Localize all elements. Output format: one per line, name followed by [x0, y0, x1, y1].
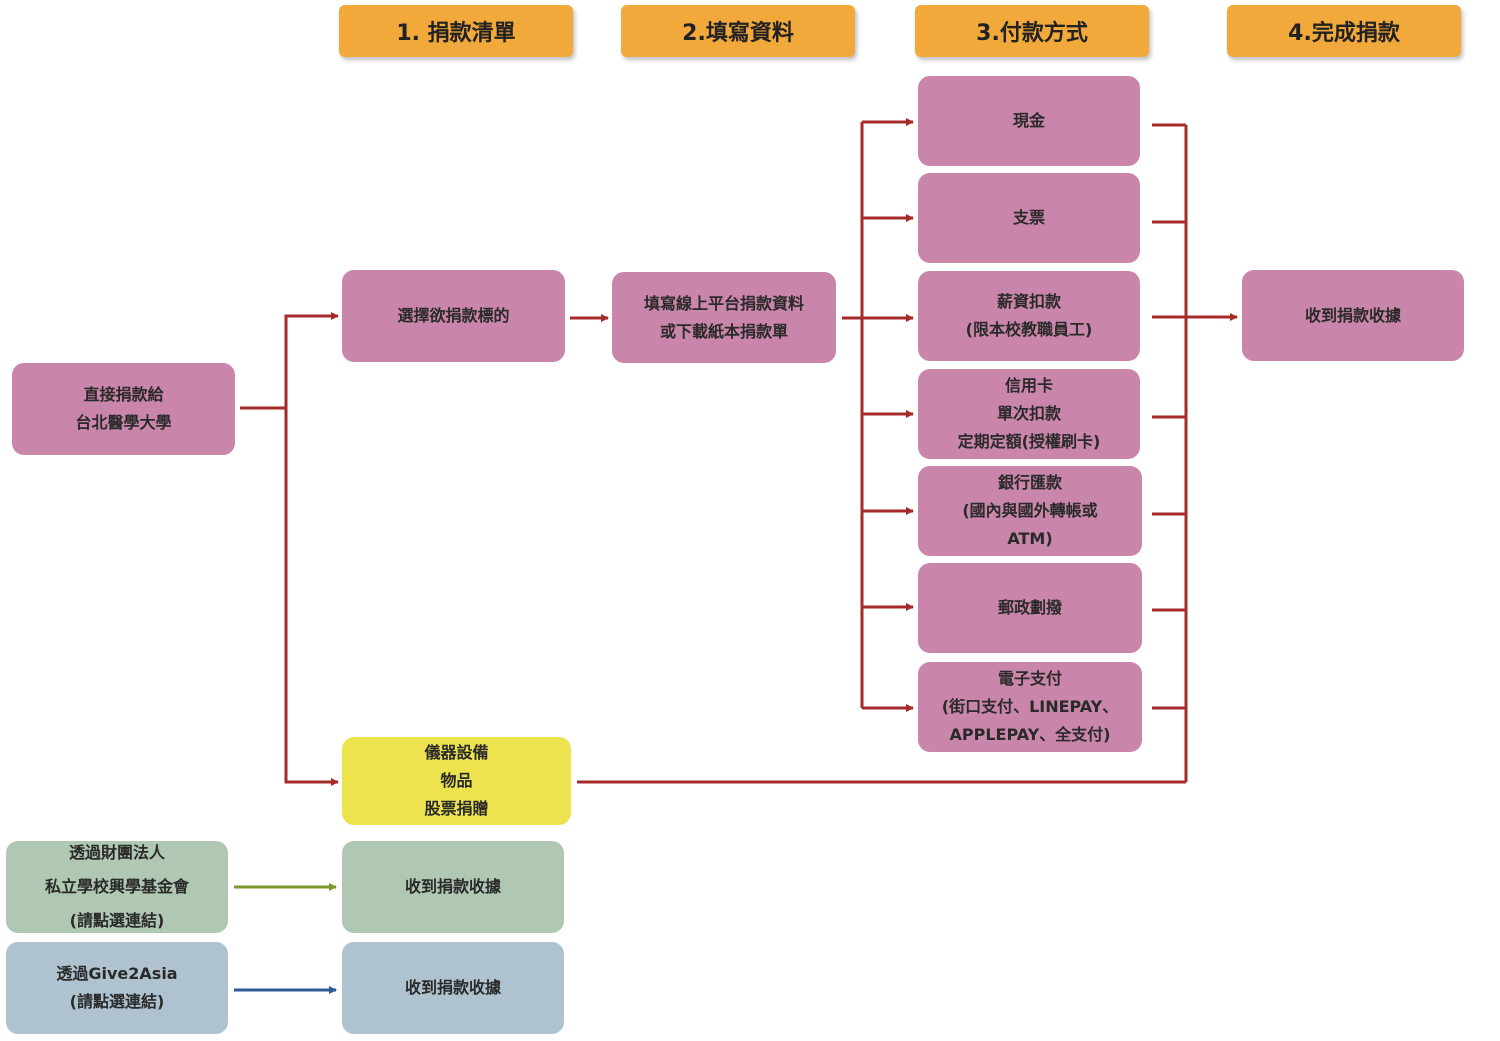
payment-check-label: 支票 — [1012, 208, 1045, 227]
step-2-header: 2.填寫資料 — [621, 5, 855, 57]
fill-data-line-1: 填寫線上平台捐款資料 — [643, 293, 804, 313]
payment-epay-node: 電子支付 (街口支付、LINEPAY、 APPLEPAY、全支付) — [918, 662, 1142, 752]
payment-cash-node: 現金 — [918, 76, 1140, 166]
payment-postal-label: 郵政劃撥 — [997, 598, 1062, 617]
in-kind-line-2: 物品 — [440, 771, 473, 790]
foundation-link-node[interactable]: 透過財團法人 私立學校興學基金會 (請點選連結) — [6, 841, 228, 933]
choose-target-label: 選擇欲捐款標的 — [397, 306, 510, 325]
step-4-header: 4.完成捐款 — [1227, 5, 1461, 57]
payment-credit-node: 信用卡 單次扣款 定期定額(授權刷卡) — [918, 369, 1140, 459]
give2asia-receipt-label: 收到捐款收據 — [404, 978, 501, 997]
fill-data-node: 填寫線上平台捐款資料 或下載紙本捐款單 — [612, 272, 836, 363]
foundation-receipt-node: 收到捐款收據 — [342, 841, 564, 933]
payment-postal-node: 郵政劃撥 — [918, 563, 1142, 653]
payment-epay-line-2: (街口支付、LINEPAY、 — [941, 697, 1119, 716]
foundation-line-2: 私立學校興學基金會 — [44, 877, 189, 896]
payment-bank-node: 銀行匯款 (國內與國外轉帳或 ATM) — [918, 466, 1142, 556]
in-kind-donation-node: 儀器設備 物品 股票捐贈 — [342, 737, 571, 825]
payment-bank-line-1: 銀行匯款 — [997, 473, 1062, 492]
payment-payroll-node: 薪資扣款 (限本校教職員工) — [918, 271, 1140, 361]
choose-target-node: 選擇欲捐款標的 — [342, 270, 565, 362]
step-3-header: 3.付款方式 — [915, 5, 1149, 57]
foundation-line-1: 透過財團法人 — [68, 843, 165, 862]
in-kind-line-3: 股票捐贈 — [424, 799, 489, 818]
payment-check-node: 支票 — [918, 173, 1140, 263]
direct-donation-line-2: 台北醫學大學 — [75, 413, 172, 432]
receipt-label: 收到捐款收據 — [1304, 305, 1401, 325]
receipt-node: 收到捐款收據 — [1242, 270, 1464, 361]
give2asia-link-node[interactable]: 透過Give2Asia (請點選連結) — [6, 942, 228, 1034]
foundation-receipt-label: 收到捐款收據 — [404, 877, 501, 896]
give2asia-line-2: (請點選連結) — [69, 992, 165, 1011]
in-kind-line-1: 儀器設備 — [424, 743, 489, 762]
payment-credit-line-2: 單次扣款 — [996, 404, 1061, 423]
foundation-line-3: (請點選連結) — [69, 911, 165, 930]
payment-payroll-line-2: (限本校教職員工) — [965, 320, 1093, 339]
fill-data-line-2: 或下載紙本捐款單 — [659, 321, 788, 341]
arrow-direct-to-choose — [240, 312, 339, 410]
arrow-direct-to-inkind — [284, 408, 339, 786]
payment-epay-line-3: APPLEPAY、全支付) — [949, 725, 1111, 744]
give2asia-line-1: 透過Give2Asia — [56, 964, 178, 983]
payment-epay-line-1: 電子支付 — [997, 669, 1062, 688]
payment-payroll-line-1: 薪資扣款 — [996, 292, 1061, 311]
give2asia-receipt-node: 收到捐款收據 — [342, 942, 564, 1034]
payment-bank-line-3: ATM) — [1007, 529, 1053, 548]
direct-donation-line-1: 直接捐款給 — [83, 385, 164, 404]
payment-credit-line-1: 信用卡 — [1004, 376, 1053, 395]
step-1-header: 1. 捐款清單 — [339, 5, 573, 57]
payment-credit-line-3: 定期定額(授權刷卡) — [957, 432, 1101, 451]
payment-bank-line-2: (國內與國外轉帳或 — [962, 501, 1098, 520]
direct-donation-node: 直接捐款給 台北醫學大學 — [12, 363, 235, 455]
payment-cash-label: 現金 — [1012, 111, 1045, 130]
